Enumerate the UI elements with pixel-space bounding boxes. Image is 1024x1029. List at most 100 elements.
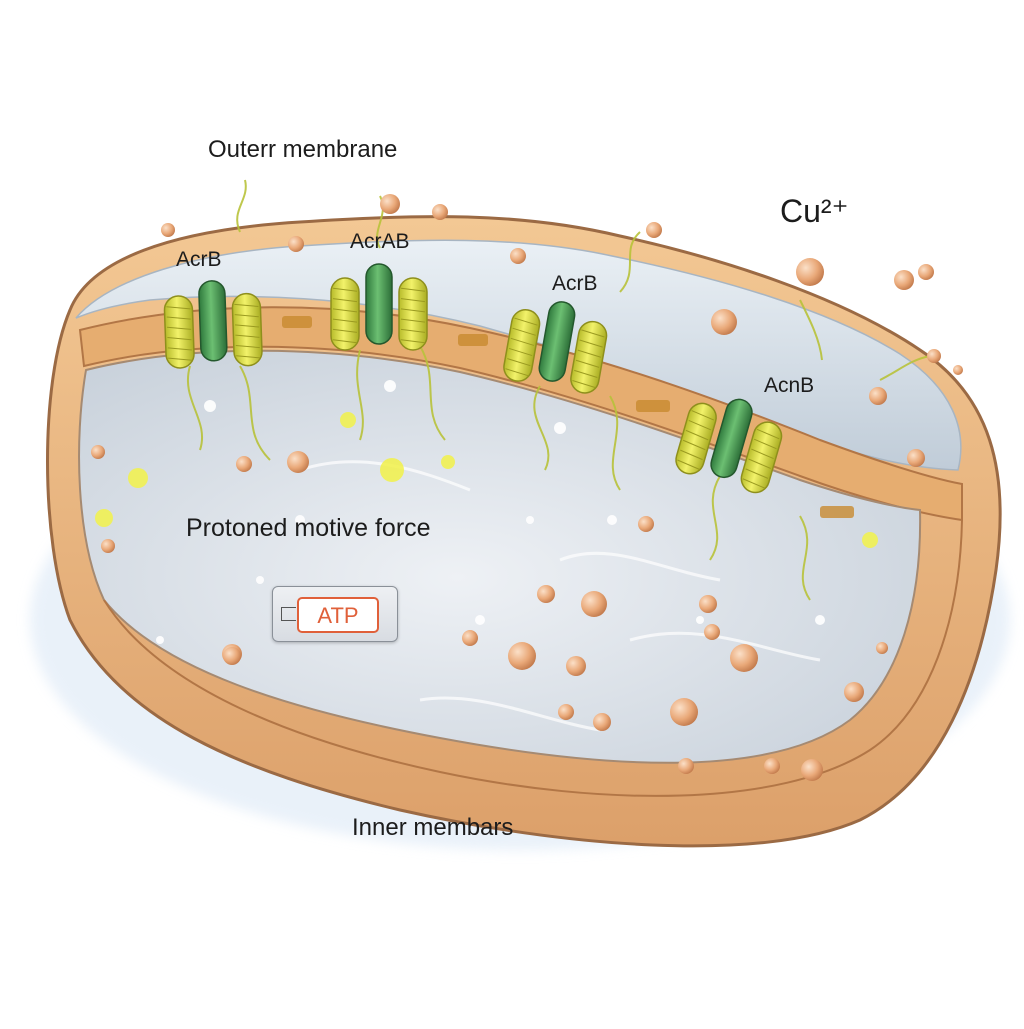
helix-stripe: [514, 317, 538, 326]
glow-particles: [95, 412, 878, 548]
copper-ion: [918, 264, 934, 280]
helix-stripe: [400, 298, 426, 303]
copper-ion: [101, 539, 115, 553]
copper-ion: [730, 644, 758, 672]
helix-stripe: [745, 468, 769, 479]
helix-stripe: [677, 459, 700, 470]
helix-stripe: [332, 328, 358, 333]
copper-ion: [699, 595, 717, 613]
plug-icon: [281, 607, 296, 621]
pump-helix-right: [570, 320, 608, 394]
helix-stripe: [691, 410, 715, 421]
sparkles: [156, 380, 825, 644]
copper-ion: [678, 758, 694, 774]
pump-protein-2: [330, 263, 428, 351]
helix-stripe: [682, 439, 706, 451]
helix-stripe: [512, 327, 536, 336]
helix-stripe: [234, 314, 259, 318]
helix-stripe: [581, 329, 605, 338]
pump-label-4: AcnB: [764, 374, 815, 397]
helix-stripe: [332, 339, 358, 344]
copper-ion: [907, 449, 925, 467]
copper-ion: [796, 258, 824, 286]
pump-protein-3: [503, 301, 608, 394]
copper-ion: [704, 624, 720, 640]
copper-ion: [638, 516, 654, 532]
helix-stripe: [167, 326, 192, 330]
atp-label: ATP: [317, 603, 359, 628]
helix-stripe: [510, 337, 535, 346]
helix-stripe: [507, 358, 531, 367]
atp-badge: ATP: [297, 597, 379, 633]
helix-stripe: [756, 428, 780, 440]
copper-ion: [558, 704, 574, 720]
copper-ion: [287, 451, 309, 473]
helix-stripe: [167, 347, 192, 351]
helix-stripe: [400, 318, 426, 323]
helix-stripe: [236, 355, 261, 359]
inner-rim: [103, 519, 963, 797]
copper-ion: [927, 349, 941, 363]
helix-stripe: [508, 347, 533, 357]
helix-stripe: [753, 438, 777, 450]
helix-stripe: [332, 308, 358, 313]
pump-label-3: AcrB: [552, 272, 598, 295]
copper-ion: [764, 758, 780, 774]
helix-stripe: [575, 359, 600, 368]
copper-ion: [581, 591, 607, 617]
pump-protein-1: [163, 280, 263, 369]
helix-stripe: [505, 368, 529, 377]
helix-stripe: [235, 344, 260, 349]
copper-ion: [508, 642, 536, 670]
copper-ion: [670, 698, 698, 726]
copper-ion: [711, 309, 737, 335]
copper-ion: [894, 270, 914, 290]
copper-ion: [223, 647, 241, 665]
copper-ion: [566, 656, 586, 676]
pump-helix-left: [503, 309, 541, 382]
copper-ion: [236, 456, 252, 472]
helix-stripe: [234, 324, 260, 328]
pump-helix-center: [710, 398, 753, 479]
copper-ion: [801, 759, 823, 781]
helix-stripe: [166, 316, 191, 320]
copper-ion: [380, 194, 400, 214]
pump-helix-center: [365, 263, 393, 345]
copper-ion: [462, 630, 478, 646]
copper-ion: [593, 713, 611, 731]
copper-ion: [953, 365, 963, 375]
copper-ion: [869, 387, 887, 405]
pump-label-2: AcrAB: [350, 230, 410, 253]
pump-helix-right: [740, 421, 783, 494]
copper-ion: [537, 585, 555, 603]
helix-stripe: [742, 478, 766, 489]
atp-module: ATP: [272, 586, 398, 642]
helix-stripe: [332, 298, 358, 303]
helix-stripe: [332, 318, 358, 323]
pump-label-1: AcrB: [176, 248, 222, 271]
helix-stripe: [235, 334, 260, 338]
helix-stripe: [400, 308, 426, 313]
copper-ion: [432, 204, 448, 220]
copper-ion: [876, 642, 888, 654]
pump-helix-center: [198, 280, 228, 362]
copper-ion-label: Cu²⁺: [780, 193, 849, 229]
helix-stripe: [234, 303, 259, 307]
copper-ion: [844, 682, 864, 702]
helix-stripe: [400, 339, 426, 344]
helix-stripe: [332, 287, 358, 292]
copper-ion: [161, 223, 175, 237]
cytoplasm-waves: [299, 460, 821, 732]
outer-membrane-label: Outerr membrane: [208, 136, 398, 163]
helix-stripe: [167, 337, 192, 341]
helix-stripe: [751, 448, 774, 460]
helix-stripe: [748, 458, 771, 469]
helix-stripe: [574, 369, 598, 378]
helix-stripe: [579, 339, 603, 348]
helix-stripe: [577, 349, 602, 358]
pump-helix-center: [538, 301, 576, 382]
helix-stripe: [572, 380, 596, 389]
helix-stripe: [166, 306, 191, 310]
